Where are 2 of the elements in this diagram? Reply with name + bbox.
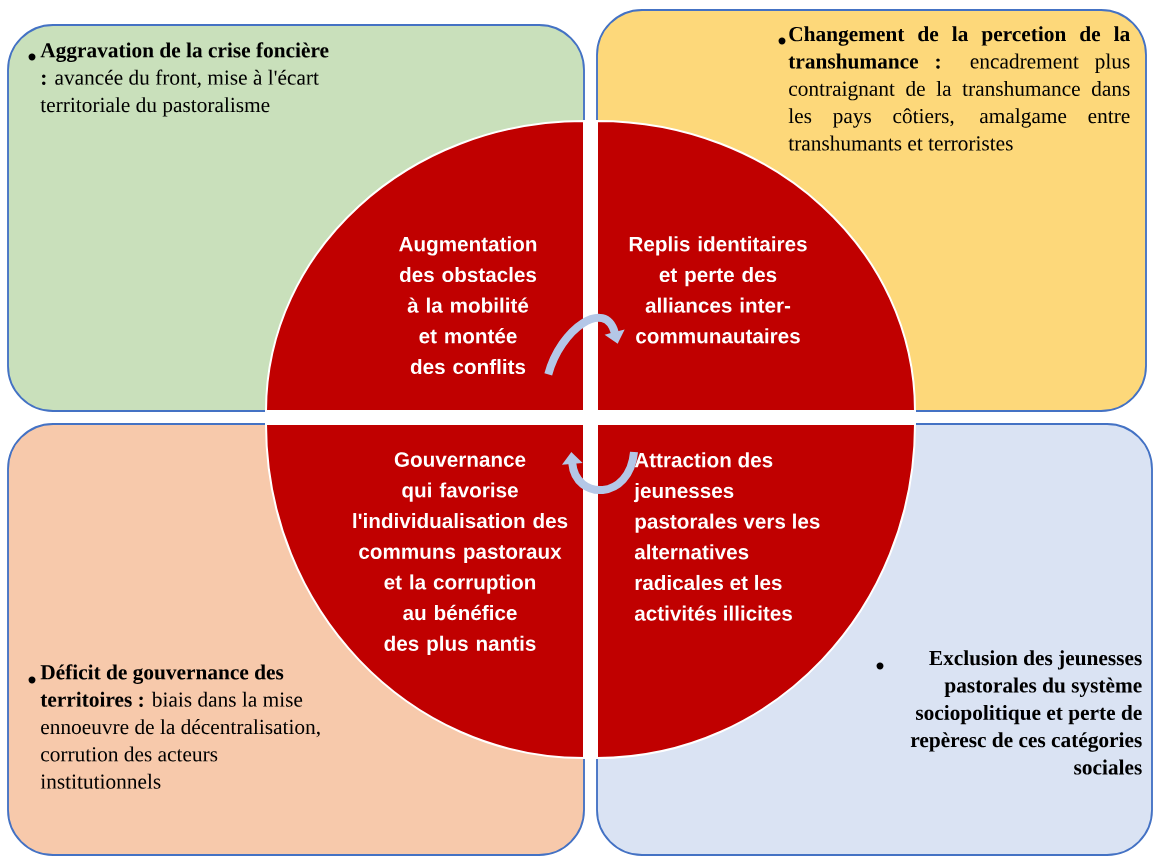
quarter-sector: Augmentation des obstacles à la mobilité et montée des conflits: [265, 120, 585, 412]
cycle-arrow: [544, 314, 625, 376]
